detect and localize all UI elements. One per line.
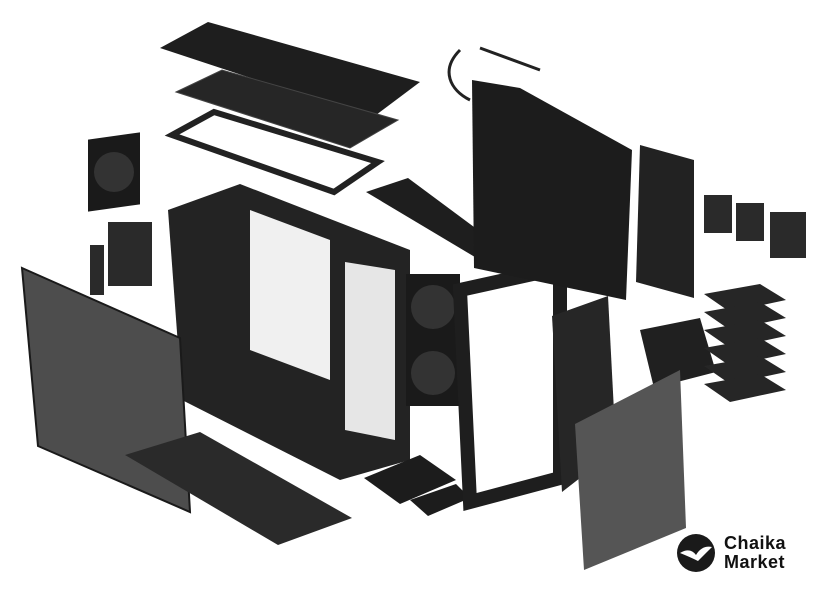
front-fan-1-blades (411, 285, 455, 329)
seagull-logo-icon (677, 534, 715, 572)
top-dust-filter (174, 69, 400, 149)
hdd-trays (704, 284, 786, 402)
front-panel-solid (575, 370, 686, 570)
io-cables (447, 46, 541, 102)
steel-side-panel (472, 80, 632, 300)
watermark: Chaika Market (676, 533, 786, 573)
chassis-front-opening (345, 262, 395, 440)
cable-cover (366, 178, 505, 275)
hdd-cage (640, 318, 716, 388)
ssd-bracket-2 (736, 203, 764, 241)
top-panel (160, 22, 420, 118)
watermark-line2: Market (724, 552, 786, 572)
chassis-interior (250, 210, 330, 380)
bottom-dust-filter (125, 432, 352, 545)
front-fan-2-blades (411, 351, 455, 395)
watermark-line1: Chaika (724, 533, 787, 553)
rear-fan-blades (94, 152, 134, 192)
front-frame (452, 259, 567, 512)
psu-cover (364, 455, 456, 504)
ssd-bracket-1 (704, 195, 732, 233)
pci-brackets (108, 222, 152, 286)
top-bracket (164, 108, 385, 196)
ssd-bracket-3 (770, 212, 806, 258)
pci-cover (90, 245, 104, 295)
psu-shroud-panel (636, 145, 694, 298)
psu-plate (410, 484, 470, 516)
